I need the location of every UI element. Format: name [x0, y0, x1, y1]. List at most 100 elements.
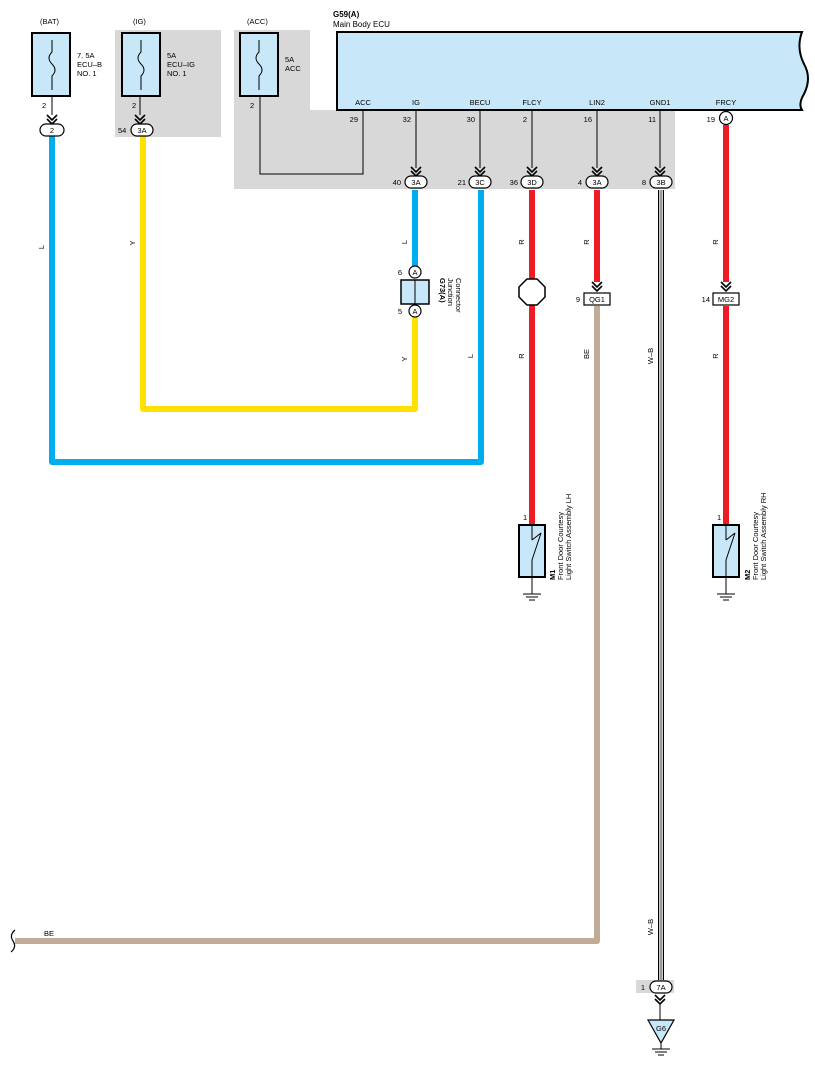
junction-name2: Connector: [454, 278, 463, 313]
ig-name1: ECU–IG: [167, 60, 195, 69]
conn-ground-badge[interactable]: 7A: [649, 980, 673, 994]
bat-amp: 7. 5A: [77, 51, 95, 60]
junction-connector-g73[interactable]: [400, 265, 430, 318]
wire-bat-blue[interactable]: [49, 136, 484, 465]
acc-label: (ACC): [247, 17, 268, 26]
conn-qg1-code: QG1: [589, 295, 605, 304]
switch-m1[interactable]: [518, 524, 546, 578]
wire-label-lin2-bottom: BE: [582, 349, 591, 359]
conn-ig-code: 3A: [137, 126, 146, 135]
conn-becu-out-code: 3C: [475, 178, 485, 187]
wire-ig-yellow[interactable]: [140, 136, 418, 412]
conn-gnd-out-badge[interactable]: 3B: [649, 175, 673, 189]
conn-mg2-code: MG2: [718, 295, 734, 304]
conn-ig-badge[interactable]: 3A: [130, 123, 154, 137]
wire-break-symbol: [10, 929, 16, 953]
conn-gnd-out-code: 3B: [656, 178, 665, 187]
terminal-becu-pin: 30: [467, 115, 475, 124]
wire-label-frcy-top: R: [711, 239, 720, 245]
fuse-acc[interactable]: [239, 32, 279, 97]
switch-m1-pin: 1: [523, 513, 527, 522]
conn-qg1-box[interactable]: QG1: [583, 292, 611, 306]
wire-label-ig: Y: [128, 240, 137, 245]
ig-amp: 5A: [167, 51, 176, 60]
conn-flcy-out-code: 3D: [527, 178, 537, 187]
acc-amp: 5A: [285, 55, 294, 64]
conn-becu-out-badge[interactable]: 3C: [468, 175, 492, 189]
ig-name2: NO. 1: [167, 69, 187, 78]
ecu-name: Main Body ECU: [333, 20, 390, 29]
bat-label: (BAT): [40, 17, 60, 26]
conn-mg2-pin: 14: [702, 295, 710, 304]
ecu-shade: [234, 30, 675, 189]
acc-pin: 2: [250, 101, 254, 110]
conn-ig-out-badge[interactable]: 3A: [404, 175, 428, 189]
wire-label-bat: L: [37, 245, 46, 249]
terminal-ig-name: IG: [412, 98, 420, 107]
conn-ground-pin: 1: [641, 983, 645, 992]
conn-bat-badge[interactable]: 2: [39, 123, 65, 137]
bat-name2: NO. 1: [77, 69, 97, 78]
wire-label-becu: L: [466, 354, 475, 358]
wire-label-ig-ecu-bottom: Y: [400, 356, 409, 361]
ground-icon-m1: [522, 587, 542, 601]
junction-conn-top: A: [412, 268, 417, 277]
ground-id: G6: [656, 1024, 666, 1033]
wire-label-gnd-bottom: W–B: [646, 919, 655, 935]
wire-lin2-be[interactable]: [15, 306, 600, 944]
conn-lin2-out-badge[interactable]: 3A: [585, 175, 609, 189]
acc-name1: ACC: [285, 64, 301, 73]
terminal-acc-pin: 29: [350, 115, 358, 124]
fuse-ecu-b[interactable]: [31, 32, 71, 97]
terminal-lin2-pin: 16: [584, 115, 592, 124]
ig-pin: 2: [132, 101, 136, 110]
conn-frcy-badge[interactable]: A: [718, 110, 734, 126]
switch-m1-id: M1: [548, 570, 557, 580]
switch-m2-pin: 1: [717, 513, 721, 522]
chevron-lin2-qg1: [591, 281, 603, 292]
terminal-gnd1-pin: 11: [648, 115, 656, 124]
chevron-frcy-mg2: [720, 281, 732, 292]
wire-label-gnd-top: W–B: [646, 348, 655, 364]
conn-lin2-out-pin: 4: [578, 178, 582, 187]
ground-icon-m2: [716, 587, 736, 601]
switch-m2-line1: Front Door Courtesy: [751, 512, 760, 580]
chevron-bat: [46, 114, 58, 125]
conn-ig-out-code: 3A: [411, 178, 420, 187]
terminal-acc-name: ACC: [355, 98, 371, 107]
wire-label-ig-ecu-top: L: [400, 240, 409, 244]
terminal-flcy-pin: 2: [523, 115, 527, 124]
fuse-ecu-ig[interactable]: [121, 32, 161, 97]
junction-pin-top: 6: [398, 268, 402, 277]
conn-frcy-code: A: [723, 114, 728, 123]
bat-pin: 2: [42, 101, 46, 110]
wire-label-frcy-bottom: R: [711, 353, 720, 359]
terminal-gnd1-name: GND1: [650, 98, 671, 107]
terminal-ig-pin: 32: [403, 115, 411, 124]
conn-lin2-out-code: 3A: [592, 178, 601, 187]
junction-conn-bottom: A: [412, 307, 417, 316]
terminal-becu-name: BECU: [470, 98, 491, 107]
wire-label-lin2-top: R: [582, 239, 591, 245]
junction-id: G73(A): [438, 278, 447, 303]
conn-mg2-box[interactable]: MG2: [712, 292, 740, 306]
switch-m2[interactable]: [712, 524, 740, 578]
conn-ig-out-pin: 40: [393, 178, 401, 187]
conn-flcy-out-badge[interactable]: 3D: [520, 175, 544, 189]
wire-label-flcy-top: R: [517, 239, 526, 245]
conn-ig-pin: 54: [118, 126, 126, 135]
junction-pin-bottom: 5: [398, 307, 402, 316]
conn-ground-code: 7A: [656, 983, 665, 992]
conn-gnd-out-pin: 8: [642, 178, 646, 187]
terminal-lin2-name: LIN2: [589, 98, 605, 107]
flcy-splice-octagon[interactable]: [518, 278, 546, 306]
ground-icon-g6: [651, 1042, 671, 1056]
main-body-ecu-box[interactable]: [336, 31, 809, 111]
terminal-frcy-name: FRCY: [716, 98, 736, 107]
junction-name1: Junction: [446, 278, 455, 306]
ig-label: (IG): [133, 17, 146, 26]
ground-point-g6[interactable]: [646, 1019, 676, 1045]
switch-m1-line2: Light Switch Assembly LH: [564, 494, 573, 580]
conn-bat-code: 2: [50, 126, 54, 135]
